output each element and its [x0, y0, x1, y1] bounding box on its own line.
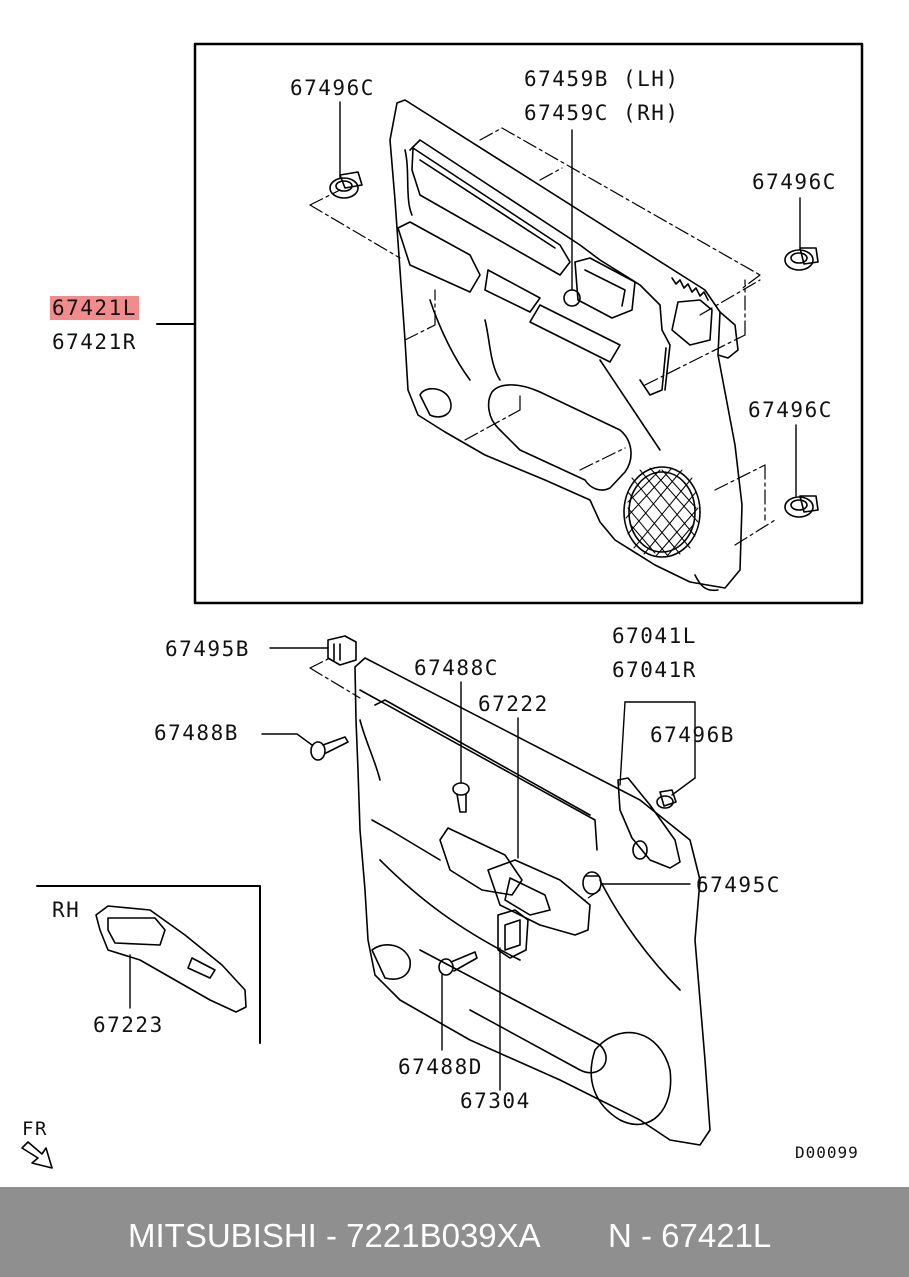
- part-label-67421L: 67421L: [50, 296, 139, 320]
- parts-diagram: [21, 42, 864, 1169]
- speaker-grille: [623, 466, 701, 558]
- clip-67496B: [656, 789, 677, 809]
- part-label-67223: 67223: [93, 1013, 164, 1037]
- rh-switch-panel-67223: [95, 905, 247, 1013]
- footer-brand-part: MITSUBISHI - 7221B039XA: [128, 1217, 541, 1254]
- part-label-67222: 67222: [478, 692, 549, 716]
- footer-bar: MITSUBISHI - 7221B039XA N - 67421L: [0, 1187, 909, 1277]
- screw-67488C: [452, 782, 470, 813]
- part-label-67459C: 67459C (RH): [524, 101, 680, 125]
- part-label-67496C-left: 67496C: [290, 76, 375, 100]
- part-label-67421L-highlight: 67421L: [50, 296, 139, 320]
- part-label-67496B: 67496B: [650, 723, 735, 747]
- part-label-67459B: 67459B (LH): [524, 67, 680, 91]
- clip-67495C: [582, 871, 602, 895]
- part-label-67496C-right-top: 67496C: [752, 170, 837, 194]
- part-label-67041L: 67041L: [612, 624, 697, 648]
- screw-67488B: [310, 736, 349, 761]
- part-label-67421R: 67421R: [52, 330, 137, 354]
- drawing-number: D00099: [795, 1143, 859, 1162]
- part-label-67488D: 67488D: [398, 1055, 483, 1079]
- clip-67495B: [327, 635, 357, 666]
- handle-cover-67041: [617, 777, 681, 869]
- clip-67496C-left: [329, 171, 363, 199]
- inset-label-rh: RH: [52, 898, 81, 922]
- screw-67488D: [438, 951, 478, 976]
- part-label-67495C: 67495C: [696, 873, 781, 897]
- front-label: FR: [22, 1118, 48, 1140]
- front-arrow-icon: [21, 1141, 53, 1169]
- bracket-67304: [497, 909, 529, 959]
- rh-inset-frame: [36, 885, 261, 1044]
- footer-part-number: N - 67421L: [608, 1217, 772, 1254]
- door-trim-panel-top: [389, 99, 743, 592]
- part-label-67495B: 67495B: [165, 637, 250, 661]
- part-label-67041R: 67041R: [612, 658, 697, 682]
- assembly-frame: [193, 42, 864, 605]
- part-label-67488C: 67488C: [414, 656, 499, 680]
- part-label-67496C-right-bottom: 67496C: [748, 398, 833, 422]
- part-label-67488B: 67488B: [154, 721, 239, 745]
- clip-67496C-right-bottom: [784, 495, 819, 518]
- part-label-67304: 67304: [460, 1089, 531, 1113]
- clip-67496C-right-top: [784, 247, 819, 271]
